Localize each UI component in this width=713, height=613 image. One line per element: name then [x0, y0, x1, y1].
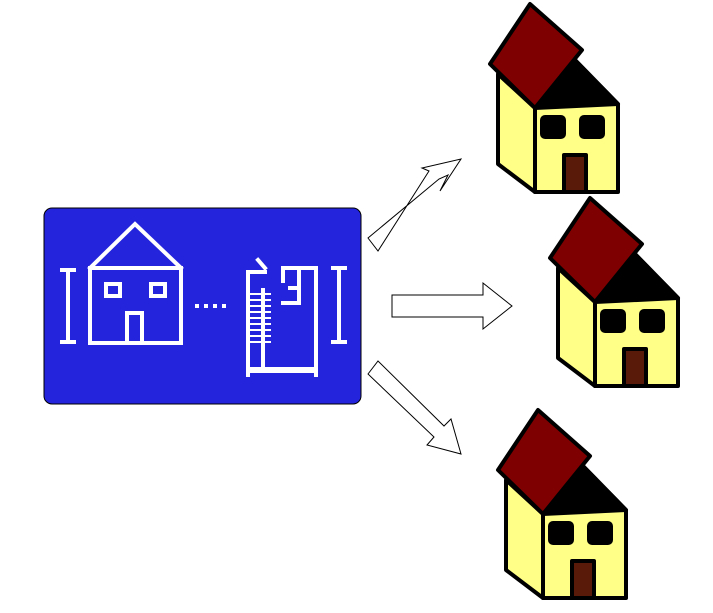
arrow-down-right: [367, 360, 462, 455]
house-window: [587, 521, 613, 545]
house-roof: [548, 196, 644, 304]
house-window: [639, 309, 665, 333]
house-top: [488, 2, 620, 194]
arrow-up-right: [367, 158, 463, 252]
left-dimension-marker: [60, 268, 76, 344]
houses: [488, 2, 680, 600]
house-middle: [548, 196, 680, 388]
house-window: [540, 115, 566, 139]
house-roof: [496, 408, 592, 516]
house-window: [579, 115, 605, 139]
house-door: [570, 559, 596, 600]
blueprint-drawing: [60, 221, 347, 377]
house-roof: [488, 2, 584, 110]
blueprint-panel: [43, 207, 362, 405]
house-elevation-icon: [87, 221, 184, 345]
arrows: [367, 158, 513, 455]
arrow-right: [391, 281, 513, 331]
house-door: [622, 347, 648, 388]
house-door: [562, 153, 588, 194]
blueprint-background: [43, 207, 362, 405]
house-window: [548, 521, 574, 545]
right-dimension-marker: [331, 266, 347, 344]
bottom-dimension-marker: [246, 361, 318, 377]
house-bottom: [496, 408, 628, 600]
house-window: [600, 309, 626, 333]
